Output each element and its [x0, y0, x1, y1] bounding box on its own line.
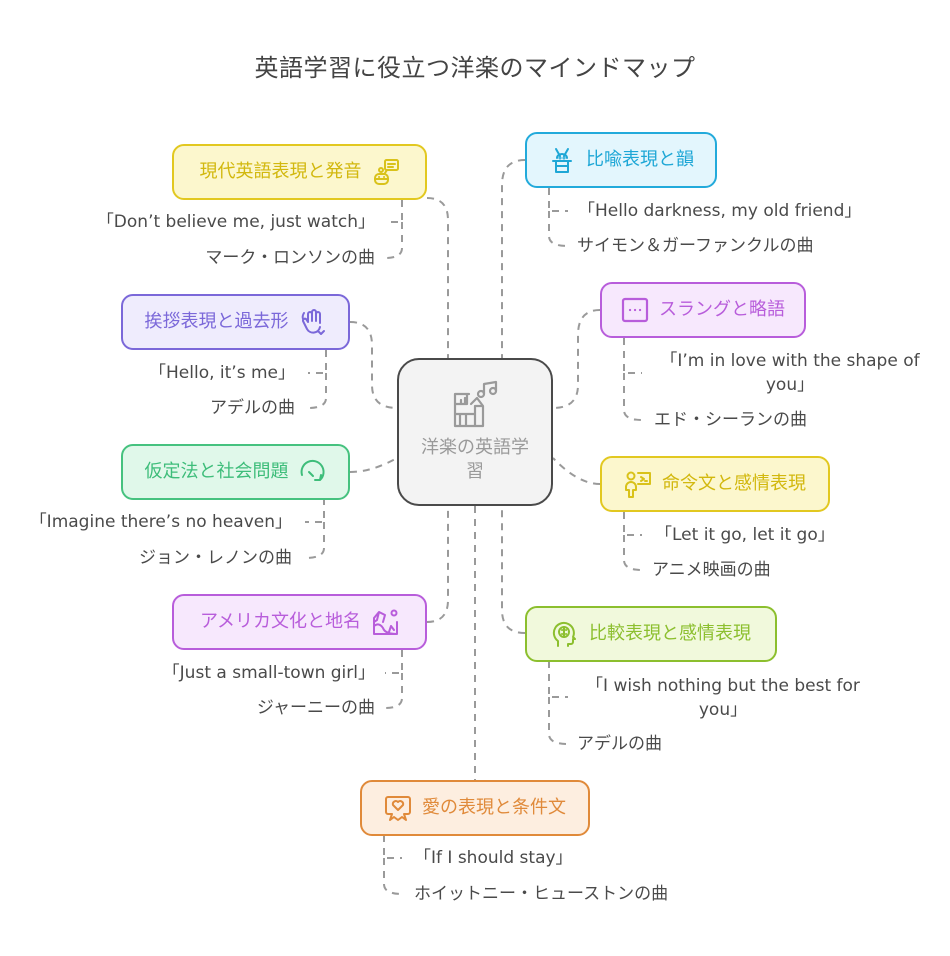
branch-label: 愛の表現と条件文 — [422, 797, 566, 818]
leaf-connector-subjunctive — [304, 498, 325, 559]
artist-slang: エド・シーランの曲 — [654, 410, 807, 430]
artist-modern: マーク・ロンソンの曲 — [205, 248, 375, 268]
lyric-subjunctive: 「Imagine there’s no heaven」 — [29, 512, 292, 532]
artist-comparison: アデルの曲 — [577, 734, 662, 754]
lyric-metaphor: 「Hello darkness, my old friend」 — [578, 201, 862, 221]
chatbot-icon — [373, 159, 399, 185]
connector-imperative — [552, 457, 601, 485]
leaf-connector-metaphor — [548, 188, 569, 247]
branch-label: 命令文と感情表現 — [662, 473, 806, 494]
branch-greeting[interactable]: 挨拶表現と過去形 — [121, 294, 350, 350]
lyric-slang: 「I’m in love with the shape of you」 — [660, 351, 920, 395]
head-brain-icon — [552, 621, 576, 647]
branch-label: 仮定法と社会問題 — [144, 461, 289, 482]
lyric-imperative: 「Let it go, let it go」 — [655, 525, 835, 545]
branch-label: 挨拶表現と過去形 — [144, 311, 289, 332]
branch-label: スラングと略語 — [659, 299, 785, 320]
leaf-connector-slang — [623, 338, 643, 421]
branch-subjunctive[interactable]: 仮定法と社会問題 — [121, 444, 350, 500]
leaf-connector-comparison — [548, 661, 569, 745]
connector-slang — [552, 309, 601, 409]
map-pin-icon — [373, 609, 399, 635]
artist-america: ジャーニーの曲 — [256, 698, 375, 718]
music-books-icon — [453, 380, 498, 428]
magic-hat-rabbit-icon — [552, 148, 572, 173]
artist-greeting: アデルの曲 — [210, 398, 295, 418]
leaf-connector-imperative — [623, 512, 643, 571]
person-terminal-icon — [625, 471, 651, 498]
artist-metaphor: サイモン＆ガーファンクルの曲 — [577, 236, 814, 256]
branch-love[interactable]: 愛の表現と条件文 — [360, 780, 590, 836]
heart-badge-icon — [385, 796, 411, 821]
lyric-comparison: 「I wish nothing but the best for you」 — [586, 676, 860, 720]
branch-slang[interactable]: スラングと略語 — [600, 282, 806, 338]
central-topic-label: 洋楽の英語学習 — [421, 437, 529, 482]
central-topic[interactable]: 洋楽の英語学習 — [397, 358, 553, 506]
leaf-connector-america — [384, 650, 403, 709]
waving-hand-icon — [301, 309, 325, 335]
branch-modern-english[interactable]: 現代英語表現と発音 — [172, 144, 427, 200]
connector-comparison — [501, 506, 526, 634]
connector-america — [426, 506, 449, 623]
leaf-connector-modern — [384, 200, 403, 259]
artist-imperative: アニメ映画の曲 — [652, 560, 771, 580]
leaf-connector-love — [383, 835, 403, 895]
branch-label: 現代英語表現と発音 — [199, 161, 362, 182]
lyric-greeting: 「Hello, it’s me」 — [149, 363, 295, 383]
lyric-america: 「Just a small-town girl」 — [162, 663, 375, 683]
branch-label: アメリカ文化と地名 — [199, 611, 362, 632]
branch-label: 比喩表現と韻 — [586, 149, 694, 170]
connector-metaphor — [501, 159, 526, 358]
page-title: 英語学習に役立つ洋楽のマインドマップ — [254, 54, 696, 82]
artist-love: ホイットニー・ヒューストンの曲 — [414, 884, 669, 904]
leaf-connector-greeting — [307, 350, 327, 409]
artist-subjunctive: ジョン・レノンの曲 — [139, 548, 292, 568]
branch-imperative[interactable]: 命令文と感情表現 — [600, 456, 830, 512]
rotate-arrow-icon — [300, 459, 325, 481]
connector-subjunctive — [349, 457, 398, 473]
connector-greeting — [349, 321, 398, 409]
ellipsis-box-icon — [621, 297, 649, 323]
branch-label: 比較表現と感情表現 — [589, 623, 751, 644]
lyric-modern: 「Don’t believe me, just watch」 — [96, 212, 375, 232]
branch-metaphor[interactable]: 比喩表現と韻 — [525, 132, 717, 188]
lyric-love: 「If I should stay」 — [414, 848, 573, 868]
branch-comparison[interactable]: 比較表現と感情表現 — [525, 606, 777, 662]
connector-modern — [426, 197, 449, 358]
branch-america[interactable]: アメリカ文化と地名 — [172, 594, 427, 650]
